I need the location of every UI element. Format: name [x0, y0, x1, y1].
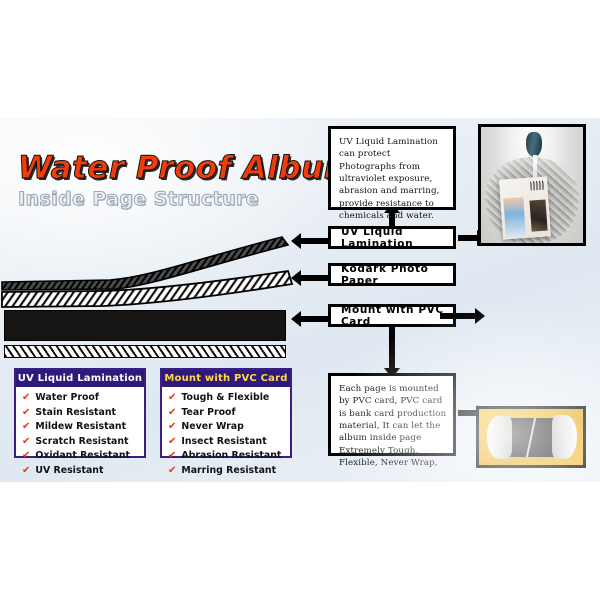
check-icon: ✔ — [22, 406, 31, 418]
arrow-to-photo-pvc-sheet — [440, 308, 485, 324]
list-item: ✔ Mildew Resistant — [22, 420, 144, 435]
card-figure-left — [503, 197, 527, 238]
check-icon: ✔ — [168, 464, 177, 476]
check-icon: ✔ — [168, 450, 177, 462]
flow-box-uv-liquid-lamination[interactable]: UV Liquid Lamination — [328, 225, 456, 250]
arrow-to-photo-flex-test — [458, 405, 487, 421]
flow-box-mount-with-pvc-card[interactable]: Mount with PVC Card — [328, 303, 456, 328]
feature-label: Tough & Flexible — [181, 392, 270, 403]
water-stream — [532, 154, 537, 190]
list-item: ✔ Oxidant Resistant — [22, 449, 144, 464]
feature-label: Insect Resistant — [181, 435, 267, 447]
feature-label: Water Proof — [35, 392, 99, 403]
pvc-description-box: Each page is mounted by PVC card, PVC ca… — [328, 373, 456, 468]
list-item: ✔ Abrasion Resistant — [168, 449, 290, 464]
base-layer — [4, 345, 286, 358]
laminated-card — [499, 176, 552, 240]
uv-lamination-layer — [1, 236, 290, 291]
panel-uv-liquid-lamination: UV Liquid Lamination ✔ Water Proof ✔ Stain… — [14, 368, 146, 476]
poster-title-block: Water Proof Album Inside Page Structure — [18, 150, 357, 210]
panel-header: UV Liquid Lamination — [16, 370, 144, 387]
photo-card-under-running-water — [478, 124, 586, 246]
arrow-to-uv-layer — [291, 233, 328, 249]
panel-feature-list: ✔ Water Proof ✔ Stain Resistant ✔ Mildew Re… — [16, 387, 144, 482]
check-icon: ✔ — [22, 421, 31, 433]
list-item: ✔ Water Proof — [22, 391, 144, 406]
list-item: ✔ Marring Resistant — [168, 464, 290, 479]
check-icon: ✔ — [22, 464, 31, 476]
arrow-to-photo-water-test — [458, 230, 487, 246]
list-item: ✔ Tear Proof — [168, 406, 290, 421]
feature-label: Stain Resistant — [35, 406, 117, 418]
check-icon: ✔ — [22, 450, 31, 462]
panel-feature-list: ✔ Tough & Flexible ✔ Tear Proof ✔ Never Wra… — [162, 387, 290, 482]
layer-stack-diagram — [0, 230, 300, 358]
photo-pvc-sheet-rolled — [476, 406, 586, 468]
arrow-to-pvc-layer — [291, 311, 328, 327]
check-icon: ✔ — [168, 421, 177, 433]
pvc-card-layer — [4, 310, 286, 341]
arrow-down-to-pvc-description — [384, 327, 400, 378]
check-icon: ✔ — [22, 392, 31, 403]
arrow-to-paper-layer — [291, 270, 328, 286]
flow-box-kodark-photo-paper[interactable]: Kodark Photo Paper — [328, 262, 456, 287]
sheet-seam — [525, 417, 537, 458]
feature-label: Tear Proof — [181, 406, 236, 418]
list-item: ✔ Never Wrap — [168, 420, 290, 435]
list-item: ✔ Tough & Flexible — [168, 391, 290, 406]
card-figure-right — [529, 199, 549, 232]
check-icon: ✔ — [168, 392, 177, 403]
feature-label: Oxidant Resistant — [35, 450, 130, 462]
flow-box-label: Kodark Photo Paper — [341, 262, 429, 287]
feature-label: Never Wrap — [181, 421, 244, 433]
feature-label: Scratch Resistant — [35, 435, 129, 447]
panel-mount-with-pvc-card: Mount with PVC Card ✔ Tough & Flexible ✔ T… — [160, 368, 292, 476]
panel-header: Mount with PVC Card — [162, 370, 290, 387]
feature-label: UV Resistant — [35, 464, 104, 476]
feature-label: Mildew Resistant — [35, 421, 127, 433]
uv-description-box: UV Liquid Lamination can protect Photogr… — [328, 126, 456, 221]
flow-box-label: UV Liquid Lamination — [341, 225, 414, 250]
feature-label: Marring Resistant — [181, 464, 277, 476]
check-icon: ✔ — [168, 406, 177, 418]
poster-content-band: Water Proof Album Inside Page Structure — [0, 118, 600, 482]
page-subtitle: Inside Page Structure — [18, 187, 260, 210]
list-item: ✔ UV Resistant — [22, 464, 144, 479]
page-title: Water Proof Album — [18, 150, 357, 186]
faucet — [525, 131, 543, 158]
check-icon: ✔ — [22, 435, 31, 447]
list-item: ✔ Scratch Resistant — [22, 435, 144, 450]
sheet-roll-left — [487, 415, 513, 460]
check-icon: ✔ — [168, 435, 177, 447]
sheet-roll-right — [551, 414, 577, 460]
list-item: ✔ Insect Resistant — [168, 435, 290, 450]
feature-label: Abrasion Resistant — [181, 450, 282, 462]
list-item: ✔ Stain Resistant — [22, 406, 144, 421]
black-pvc-sheet — [495, 417, 567, 458]
card-barcode — [530, 180, 546, 191]
flow-box-label: Mount with PVC Card — [341, 303, 444, 328]
